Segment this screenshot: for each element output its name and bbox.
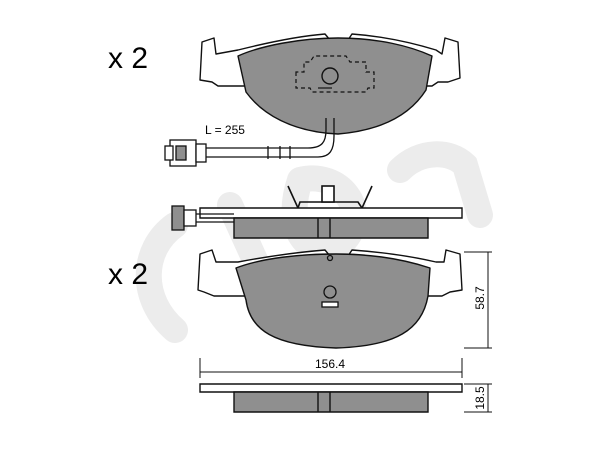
top-pad-side-friction (233, 217, 429, 239)
wire-length-label: L = 255 (205, 123, 245, 137)
bottom-pad-marker (321, 254, 339, 308)
top-pad-side-plate (199, 207, 463, 219)
width-dimension-label: 156.4 (315, 357, 345, 371)
thickness-dimension-line (464, 383, 492, 413)
height-dimension-line (464, 251, 492, 349)
quantity-bottom-label: x 2 (108, 258, 148, 291)
thickness-dimension-label: 18.5 (473, 386, 487, 410)
width-dimension-line (199, 358, 463, 378)
bottom-pad-friction (235, 253, 431, 349)
height-dimension-label: 58.7 (473, 286, 487, 310)
wear-sensor-wire (205, 118, 335, 159)
top-pad-spring-clip (287, 185, 373, 209)
quantity-top-label: x 2 (108, 42, 148, 75)
top-side-sensor-plug (171, 205, 234, 231)
top-pad-sensor-housing (295, 55, 375, 93)
bottom-pad-side-friction (233, 391, 429, 413)
bottom-pad-side-plate (199, 383, 463, 393)
top-pad-friction (237, 37, 433, 135)
wear-sensor-connector (164, 139, 207, 167)
